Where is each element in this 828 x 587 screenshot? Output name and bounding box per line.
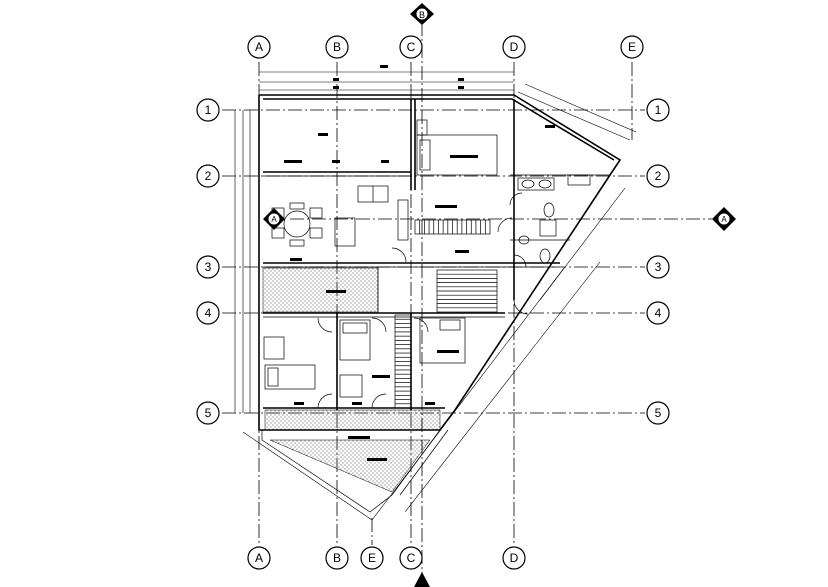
svg-text:B: B [419,10,425,20]
section-markers: B A A [263,3,736,587]
dining-table [283,210,311,238]
section-marker-left: A [263,208,285,230]
doors [317,192,529,409]
bed-master [416,134,498,176]
room-tags [284,65,555,461]
svg-text:C: C [407,40,416,54]
grid-bubbles: A B C D E A B E [196,35,670,570]
stair-main [394,219,498,409]
grid-bubble-left-4: 4 [196,301,220,325]
grid-bubble-top-c: C [399,35,423,59]
svg-text:1: 1 [205,103,212,117]
sink-1 [521,179,535,189]
svg-text:D: D [510,40,519,54]
svg-text:E: E [628,40,636,54]
svg-text:4: 4 [205,306,212,320]
svg-text:B: B [333,40,341,54]
svg-text:A: A [255,551,263,565]
armchair [334,217,356,247]
svg-text:D: D [510,551,519,565]
svg-text:5: 5 [205,406,212,420]
svg-text:2: 2 [205,169,212,183]
section-marker-top: B [410,3,434,25]
svg-text:A: A [721,215,727,224]
grid-bubble-bottom-a: A [247,546,271,570]
grid-bubble-top-d: D [502,35,526,59]
grid-bubble-right-5: 5 [646,401,670,425]
grid-bubble-left-2: 2 [196,164,220,188]
sink-2 [538,179,552,189]
grid-bubble-bottom-c: C [399,546,423,570]
bed-3 [419,317,466,364]
desk-1 [263,336,285,360]
grid-bubble-right-3: 3 [646,255,670,279]
sink-3 [518,235,530,245]
svg-text:A: A [255,40,263,54]
desk-2 [339,374,363,398]
grid-bubble-right-2: 2 [646,164,670,188]
interior-walls [263,99,610,410]
grid-bubble-top-b: B [325,35,349,59]
grid-bubble-bottom-b: B [325,546,349,570]
furniture [263,119,591,398]
grid-bubble-top-e: E [620,35,644,59]
svg-text:3: 3 [655,260,662,274]
bed-1 [264,364,316,390]
grid-bubble-bottom-e: E [360,546,384,570]
svg-text:4: 4 [655,306,662,320]
dimension-lines [234,71,637,521]
svg-text:B: B [333,551,341,565]
section-marker-right: A [712,207,736,231]
svg-text:1: 1 [655,103,662,117]
grid-bubble-top-a: A [247,35,271,59]
svg-text:E: E [368,551,376,565]
grid-bubble-right-1: 1 [646,98,670,122]
svg-text:3: 3 [205,260,212,274]
toilet-1 [543,202,555,218]
svg-text:5: 5 [655,406,662,420]
svg-text:2: 2 [655,169,662,183]
grid-bubble-left-1: 1 [196,98,220,122]
bed-2 [339,319,371,361]
grid-bubble-left-3: 3 [196,255,220,279]
grid-bubble-bottom-d: D [502,546,526,570]
grid-bubble-left-5: 5 [196,401,220,425]
grid-bubble-right-4: 4 [646,301,670,325]
hatched-areas [262,267,441,493]
svg-text:A: A [271,215,277,224]
svg-text:C: C [407,551,416,565]
toilet-2 [539,248,551,264]
